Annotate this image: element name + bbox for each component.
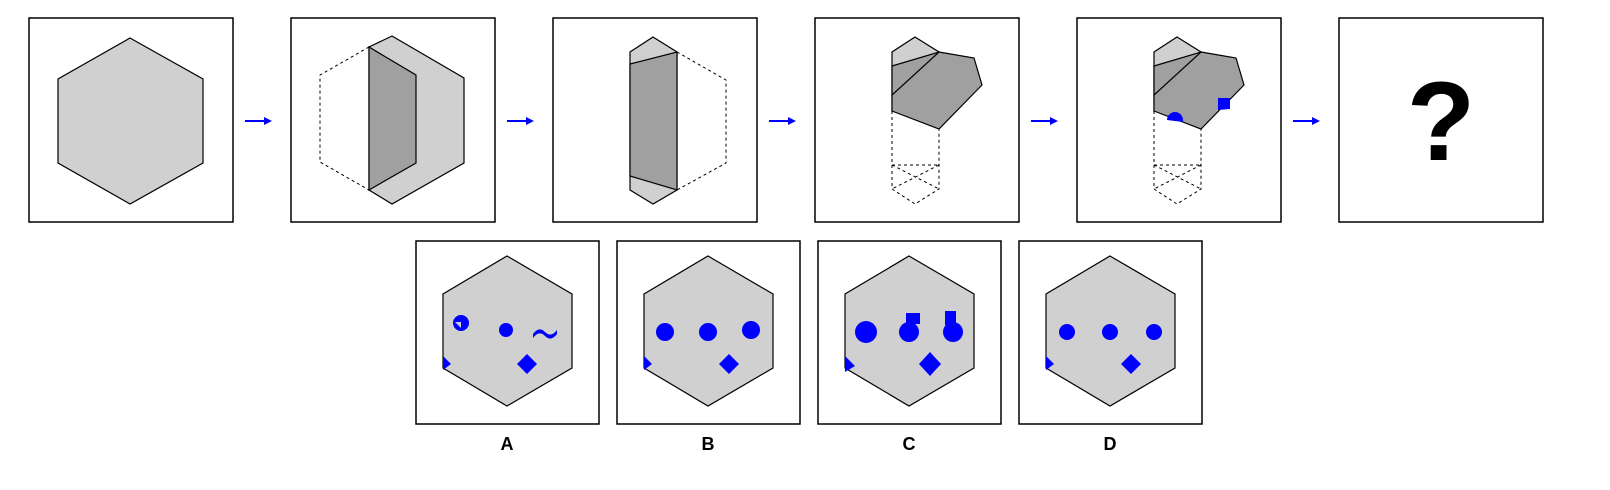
step-5-folded-flap xyxy=(1153,51,1245,130)
arrow-3 xyxy=(769,117,796,125)
option-d-corner-hole xyxy=(1046,356,1054,370)
option-b-holes xyxy=(644,321,760,374)
option-c[interactable]: C xyxy=(817,240,1002,454)
punched-circle-hole xyxy=(1167,112,1183,122)
step-4-frame xyxy=(814,17,1020,223)
option-a-holes xyxy=(443,315,557,374)
punched-square-hole xyxy=(1218,98,1230,110)
option-c-label: C xyxy=(903,434,916,454)
option-b-corner-hole xyxy=(644,356,652,370)
step-4-original-outline xyxy=(891,111,940,205)
step-1-frame xyxy=(28,17,234,223)
option-b-diamond-hole xyxy=(719,354,739,374)
option-a-label: A xyxy=(501,434,514,454)
step-3-folded-layer xyxy=(629,51,678,191)
question-frame: ? xyxy=(1338,17,1544,223)
option-a[interactable]: A xyxy=(415,240,600,454)
step-1-hexagon xyxy=(57,37,204,205)
option-b-hole-3 xyxy=(742,321,760,339)
step-2-frame xyxy=(290,17,496,223)
step-3-frame xyxy=(552,17,758,223)
option-d[interactable]: D xyxy=(1018,240,1203,454)
arrow-1 xyxy=(245,117,272,125)
option-c-corner-hole xyxy=(845,356,855,372)
option-d-label: D xyxy=(1104,434,1117,454)
step-5-punched-holes xyxy=(1167,98,1230,122)
option-a-diamond-hole xyxy=(517,354,537,374)
question-mark: ? xyxy=(1407,59,1475,184)
option-b[interactable]: B xyxy=(616,240,801,454)
option-b-label: B xyxy=(702,434,715,454)
option-a-corner-hole xyxy=(443,356,451,370)
step-4-folded-flap xyxy=(891,51,983,130)
arrow-2 xyxy=(507,117,534,125)
option-a-hole-1 xyxy=(453,315,469,331)
option-d-diamond-hole xyxy=(1121,354,1141,374)
option-a-hole-3 xyxy=(533,329,557,339)
option-c-holes xyxy=(845,311,963,376)
arrow-4 xyxy=(1031,117,1058,125)
step-5-original-outline xyxy=(1153,111,1202,205)
step-5-frame xyxy=(1076,17,1282,223)
step-2-folded-flap xyxy=(368,45,417,192)
arrow-5 xyxy=(1293,117,1320,125)
option-d-holes xyxy=(1046,324,1162,374)
option-c-diamond-hole xyxy=(919,352,941,376)
